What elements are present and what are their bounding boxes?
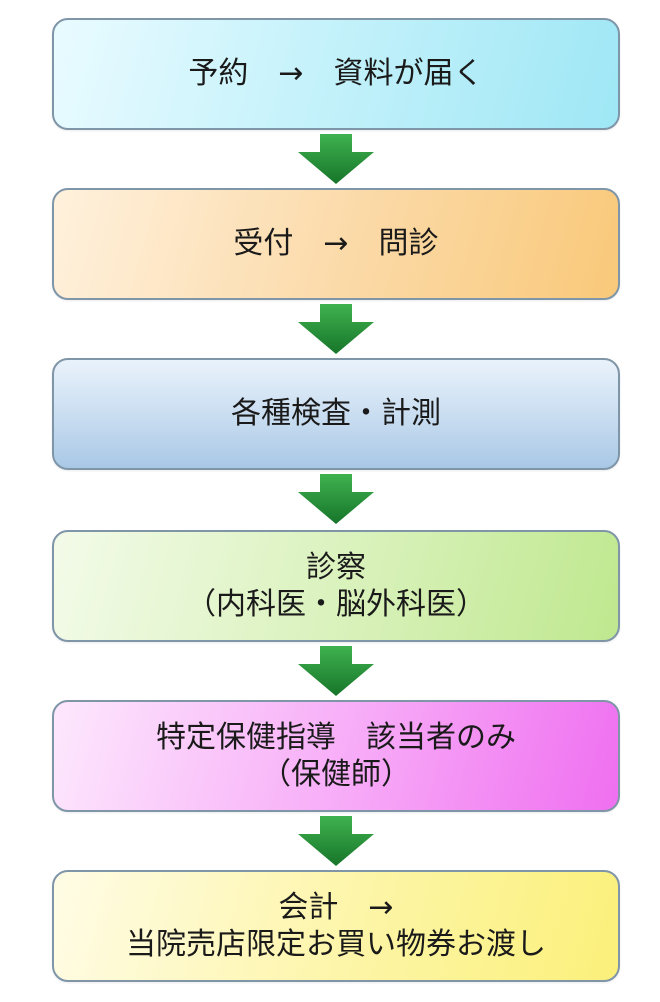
step-payment-title: 会計 → bbox=[278, 889, 394, 925]
step-reservation-text: 予約 → 資料が届く bbox=[188, 56, 484, 92]
down-arrow-icon bbox=[298, 816, 374, 866]
step-examinations: 各種検査・計測 bbox=[52, 358, 620, 470]
down-arrow-icon bbox=[298, 474, 374, 524]
step-consultation-note: （内科医・脳外科医） bbox=[186, 587, 486, 622]
down-arrow-icon bbox=[298, 646, 374, 696]
step-payment: 会計 → 当院売店限定お買い物券お渡し bbox=[52, 870, 620, 982]
step-reception: 受付 → 問診 bbox=[52, 188, 620, 300]
step-examinations-text: 各種検査・計測 bbox=[231, 396, 441, 432]
step-payment-note: 当院売店限定お買い物券お渡し bbox=[126, 927, 546, 962]
step-consultation: 診察 （内科医・脳外科医） bbox=[52, 530, 620, 642]
step-consultation-title: 診察 bbox=[306, 549, 366, 585]
down-arrow-icon bbox=[298, 134, 374, 184]
step-reception-text: 受付 → 問診 bbox=[233, 226, 439, 262]
step-reservation: 予約 → 資料が届く bbox=[52, 18, 620, 130]
step-health-guidance: 特定保健指導 該当者のみ （保健師） bbox=[52, 700, 620, 812]
step-health-guidance-title: 特定保健指導 該当者のみ bbox=[156, 719, 516, 755]
down-arrow-icon bbox=[298, 304, 374, 354]
step-health-guidance-note: （保健師） bbox=[261, 757, 411, 792]
